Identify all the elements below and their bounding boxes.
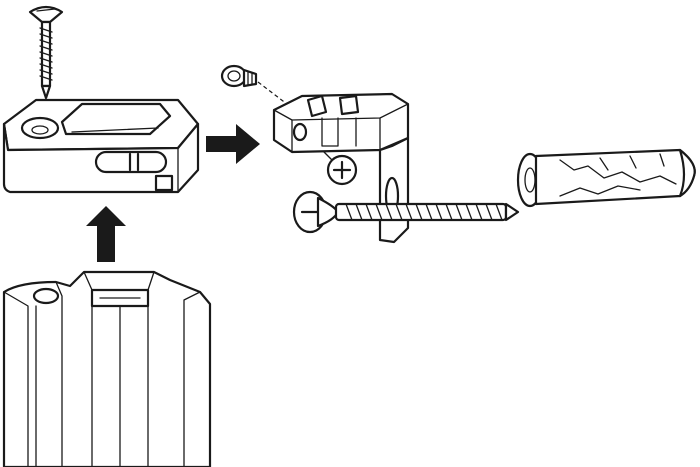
end-cap-block-icon (2, 98, 200, 194)
wood-screw-icon (292, 190, 520, 234)
arrow-up-icon (86, 206, 126, 262)
rail-profile-icon (2, 270, 212, 467)
arrow-right-icon (206, 124, 260, 164)
wall-plug-icon (516, 148, 696, 208)
